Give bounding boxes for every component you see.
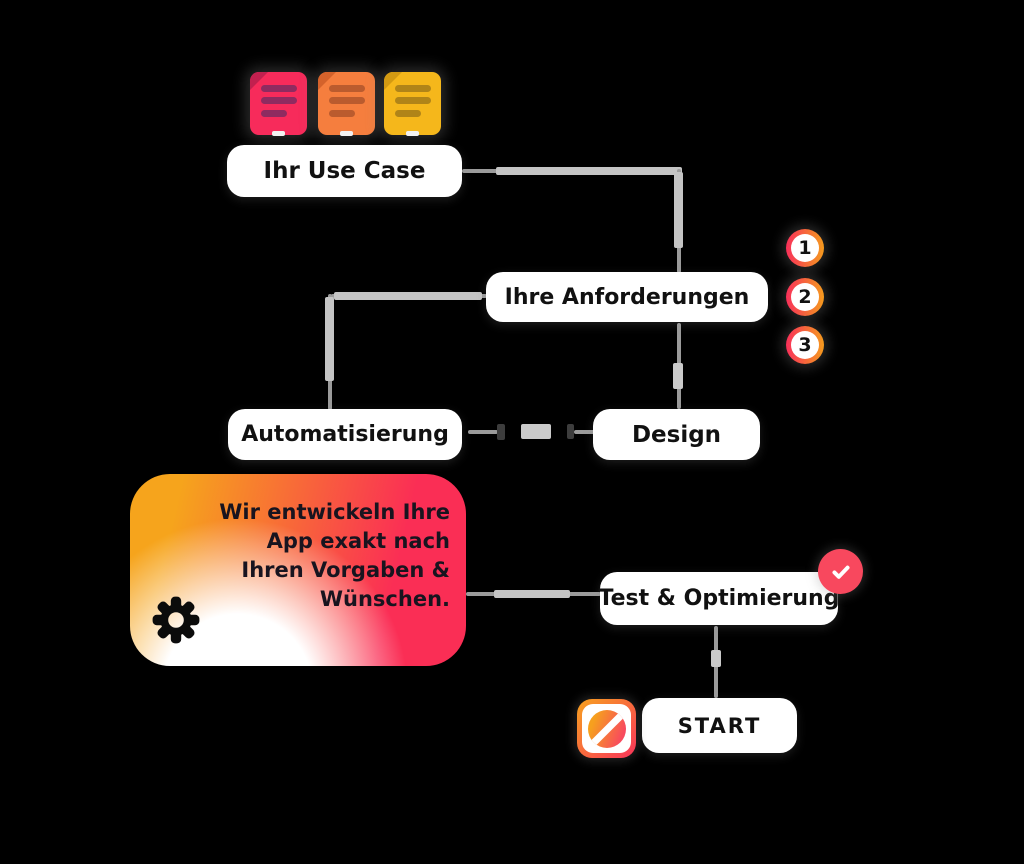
connector-test-start-v-dash <box>711 650 721 667</box>
gear-icon <box>150 594 202 646</box>
connector-usecase-h-shadow <box>496 167 682 175</box>
document-text-line <box>261 85 297 92</box>
step-badge-1: 1 <box>786 229 824 267</box>
check-icon <box>831 565 850 579</box>
node-start: START <box>642 698 797 753</box>
node-test-optimierung: Test & Optimierung <box>598 572 840 625</box>
document-pink-icon <box>250 72 307 136</box>
connector-req-left-v-shadow <box>325 297 334 381</box>
dashed-link-thin-left <box>468 430 498 434</box>
document-tab <box>406 131 419 136</box>
document-text-line <box>395 97 431 104</box>
app-logo-inner <box>582 704 631 753</box>
callout-line: Wir entwickeln Ihre <box>219 500 450 524</box>
step-badge-1-number: 1 <box>791 234 819 262</box>
callout-line: Wünschen. <box>319 587 450 611</box>
document-orange-icon <box>318 72 375 136</box>
step-badge-2: 2 <box>786 278 824 316</box>
node-requirements: Ihre Anforderungen <box>486 272 768 322</box>
connector-req-design-v-dash <box>673 363 683 389</box>
connector-callout-test-h-shadow <box>494 590 570 598</box>
node-automation-label: Automatisierung <box>241 422 449 447</box>
connector-req-left-h-shadow <box>334 292 482 300</box>
slash-bar <box>587 709 626 748</box>
callout-text: Wir entwickeln Ihre App exakt nach Ihren… <box>219 498 450 614</box>
callout-line: Ihren Vorgaben & <box>241 558 450 582</box>
node-requirements-label: Ihre Anforderungen <box>504 284 750 310</box>
step-badge-2-number: 2 <box>791 283 819 311</box>
document-yellow-icon <box>384 72 441 136</box>
dashed-link-light <box>521 424 551 439</box>
node-design: Design <box>593 409 760 460</box>
dashed-link-thin-right <box>574 430 597 434</box>
step-badge-3: 3 <box>786 326 824 364</box>
document-text-line <box>329 110 355 117</box>
callout-line: App exakt nach <box>266 529 450 553</box>
node-use-case-label: Ihr Use Case <box>263 158 426 184</box>
node-design-label: Design <box>631 421 722 448</box>
dashed-link-dark-2 <box>567 424 574 439</box>
dashed-link-dark-1 <box>497 424 505 440</box>
node-test-optimierung-label: Test & Optimierung <box>598 586 840 611</box>
check-badge <box>818 549 863 594</box>
document-text-line <box>395 85 431 92</box>
document-text-line <box>261 110 287 117</box>
node-use-case: Ihr Use Case <box>227 145 462 197</box>
slash-circle-icon <box>587 709 626 748</box>
document-text-line <box>261 97 297 104</box>
connector-usecase-v-shadow <box>674 172 683 248</box>
document-tab <box>272 131 285 136</box>
node-automation: Automatisierung <box>228 409 462 460</box>
step-badge-3-number: 3 <box>791 331 819 359</box>
app-logo-icon <box>577 699 636 758</box>
node-start-label: START <box>677 713 762 738</box>
document-tab <box>340 131 353 136</box>
document-text-line <box>395 110 421 117</box>
document-text-line <box>329 85 365 92</box>
callout-card: Wir entwickeln Ihre App exakt nach Ihren… <box>130 474 466 666</box>
document-text-line <box>329 97 365 104</box>
